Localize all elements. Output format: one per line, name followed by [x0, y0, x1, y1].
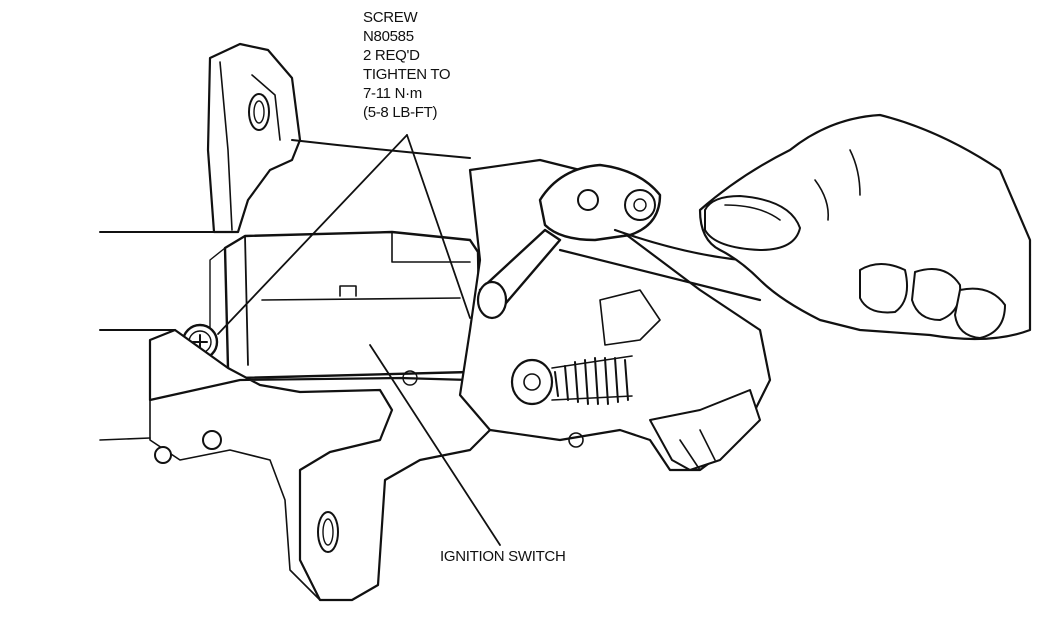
screw-callout-line: SCREW	[363, 9, 418, 26]
screw-leader-right	[406, 134, 471, 319]
ignition-switch-label: IGNITION SWITCH	[440, 548, 566, 565]
screw-callout-line: (5-8 LB-FT)	[363, 104, 438, 121]
screw-callout-line: 7-11 N·m	[363, 85, 422, 102]
upper-bracket	[206, 42, 302, 234]
hand-illustration	[698, 113, 1032, 341]
screw-callout-line: N80585	[363, 28, 414, 45]
column-tube	[99, 139, 471, 441]
screw-callout-line: TIGHTEN TO	[363, 66, 451, 83]
ignition-switch-body	[209, 230, 482, 380]
screw-callout-label: SCREW N80585 2 REQ'D TIGHTEN TO 7-11 N·m…	[363, 8, 451, 122]
screw-callout-line: 2 REQ'D	[363, 47, 420, 64]
lower-bracket	[148, 328, 502, 602]
screw-leader-left	[217, 134, 408, 335]
ignition-leader	[369, 344, 501, 546]
leader-lines	[217, 134, 501, 546]
